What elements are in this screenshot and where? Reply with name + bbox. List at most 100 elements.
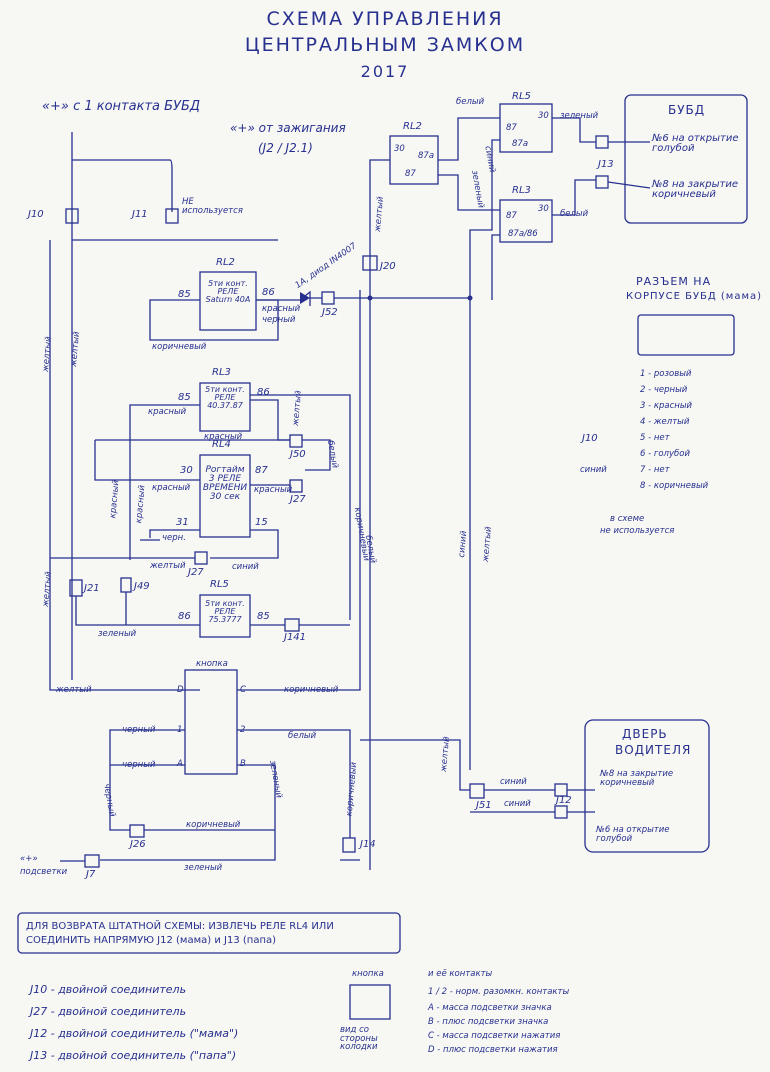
label-top-rl3-87: 87 bbox=[506, 211, 517, 221]
label-j11: J11 bbox=[132, 209, 148, 220]
wire-label-green1: зеленый bbox=[560, 111, 599, 121]
connector-j27a-shape bbox=[289, 479, 303, 493]
label-j26: J26 bbox=[130, 839, 146, 850]
relay-rl3-shape bbox=[199, 382, 251, 432]
pin-item: 4 - желтый bbox=[640, 417, 690, 427]
connector-info-title2: КОРПУСЕ БУБД (мама) bbox=[626, 291, 763, 302]
button-face-shape bbox=[349, 984, 391, 1020]
restore-note: ДЛЯ ВОЗВРАТА ШТАТНОЙ СХЕМЫ: ИЗВЛЕЧЬ РЕЛЕ… bbox=[26, 921, 334, 946]
connector-j7-shape bbox=[84, 854, 100, 868]
wire-white-trunk bbox=[369, 159, 390, 870]
label-j10b: J10 bbox=[582, 433, 598, 444]
wire-label-blue3: синий bbox=[457, 530, 470, 559]
relay-rl4-name: RL4 bbox=[212, 439, 231, 450]
relay-rl2-shape bbox=[199, 271, 257, 331]
label-j141: J141 bbox=[284, 632, 307, 643]
label-plus-budd: «+» с 1 контакта БУБД bbox=[42, 99, 201, 114]
wire-blue-trunk bbox=[469, 139, 500, 770]
wire-j11 bbox=[72, 159, 173, 212]
wire-label-brown4: коричневый bbox=[186, 820, 241, 830]
wire-label-black3: черный bbox=[122, 725, 156, 735]
label-top-rl5: RL5 bbox=[512, 91, 531, 102]
label-top-rl2: RL2 bbox=[403, 121, 422, 132]
label-top-rl2-87a: 87а bbox=[418, 151, 435, 161]
wire-label-red4: красный bbox=[152, 483, 191, 493]
button-legend-title2: и её контакты bbox=[428, 969, 493, 979]
door-n6: №6 на открытие голубой bbox=[596, 825, 670, 844]
relay-rl5-pin86: 86 bbox=[178, 611, 191, 622]
connector-j51-shape bbox=[469, 783, 485, 799]
button-a: A bbox=[177, 759, 183, 769]
pin-item: 2 - черный bbox=[640, 385, 688, 395]
relay-rl4-text: Рогтайм 3 РЕЛЕ ВРЕМЕНИ 30 сек bbox=[202, 465, 248, 502]
relay-rl2-text: 5ти конт. РЕЛЕ Saturn 40А bbox=[205, 279, 251, 304]
label-j51: J51 bbox=[476, 800, 492, 811]
door-n8: №8 на закрытие коричневый bbox=[600, 769, 674, 788]
j10-note1: в схеме bbox=[610, 514, 645, 524]
top-relay-rl5-shape bbox=[499, 103, 553, 153]
button-d: D bbox=[177, 685, 184, 695]
label-plus-ignition: «+» от зажигания bbox=[230, 121, 346, 135]
label-j7: J7 bbox=[86, 869, 96, 880]
relay-rl4-pin31: 31 bbox=[176, 517, 189, 528]
label-j49: J49 bbox=[134, 581, 150, 592]
connector-j20-shape bbox=[362, 255, 378, 271]
button-p1: 1 bbox=[177, 725, 183, 735]
label-j13: J13 bbox=[598, 159, 614, 170]
relay-rl5-name: RL5 bbox=[210, 579, 229, 590]
legend-item: J27 - двойной соединитель bbox=[30, 1005, 187, 1018]
relay-rl4-pin30: 30 bbox=[180, 465, 193, 476]
relay-rl2-pin86: 86 bbox=[262, 287, 275, 298]
wire-label-brown3: коричневый bbox=[284, 685, 339, 695]
button-legend-item: B - плюс подсветки значка bbox=[428, 1017, 549, 1027]
label-not-used: НЕ используется bbox=[182, 197, 243, 216]
connector-info-title1: РАЗЪЕМ НА bbox=[636, 275, 712, 288]
diagram-year: 2017 bbox=[360, 62, 410, 81]
connector-j27b-shape bbox=[194, 551, 208, 565]
label-top-rl2-87: 87 bbox=[405, 169, 416, 179]
wire-label-red2: красный bbox=[148, 407, 187, 417]
budd-n6: №6 на открытие голубой bbox=[652, 133, 739, 154]
relay-rl4-pin87: 87 bbox=[255, 465, 268, 476]
diagram-title-line2: ЦЕНТРАЛЬНЫМ ЗАМКОМ bbox=[244, 34, 526, 56]
wire-label-blue4: синий bbox=[500, 777, 527, 787]
wire-label-blue5: синий bbox=[504, 799, 531, 809]
wire-label-black2: черн. bbox=[162, 533, 186, 543]
label-j12: J12 bbox=[556, 795, 572, 806]
label-top-rl5-30: 30 bbox=[538, 111, 549, 121]
label-j20: J20 bbox=[380, 261, 396, 272]
relay-rl3-pin86: 86 bbox=[257, 387, 270, 398]
j10-wire-label: синий bbox=[580, 465, 607, 475]
wire-label-red5: красный bbox=[254, 485, 293, 495]
connector-j141-shape bbox=[284, 618, 300, 632]
button-legend-item: D - плюс подсветки нажатия bbox=[428, 1045, 558, 1055]
wire-label-black4: черный bbox=[122, 760, 156, 770]
button-legend-view: вид со стороны колодки bbox=[340, 1025, 378, 1052]
wire-label-red1: красный bbox=[262, 304, 301, 314]
button-shape bbox=[184, 669, 238, 775]
note-box-shape bbox=[17, 912, 401, 954]
wire-label-blue2: синий bbox=[232, 562, 259, 572]
legend-item: J10 - двойной соединитель bbox=[30, 983, 187, 996]
connector-j52-shape bbox=[321, 291, 335, 305]
button-b: B bbox=[240, 759, 246, 769]
wire-label-green5: зеленый bbox=[184, 863, 223, 873]
pin-item: 6 - голубой bbox=[640, 449, 690, 459]
button-legend-title1: кнопка bbox=[352, 969, 384, 979]
wire-label-yellow4: желтый bbox=[56, 685, 92, 695]
backlight-label: подсветки bbox=[20, 867, 68, 877]
label-ignition-fuses: (J2 / J2.1) bbox=[258, 141, 313, 155]
wire-label-black1: черный bbox=[262, 315, 296, 325]
label-j21: J21 bbox=[84, 583, 100, 594]
relay-rl2-name: RL2 bbox=[216, 257, 235, 268]
connector-j49-shape bbox=[120, 577, 132, 593]
label-top-rl5-87: 87 bbox=[506, 123, 517, 133]
pin-item: 8 - коричневый bbox=[640, 481, 709, 491]
relay-rl3-text: 5ти конт. РЕЛЕ 40.37.87 bbox=[205, 385, 245, 410]
relay-rl5-pin85: 85 bbox=[257, 611, 270, 622]
pin-item: 3 - красный bbox=[640, 401, 693, 411]
connector-j11-shape bbox=[165, 208, 179, 224]
j10-note2: не используется bbox=[600, 526, 675, 536]
